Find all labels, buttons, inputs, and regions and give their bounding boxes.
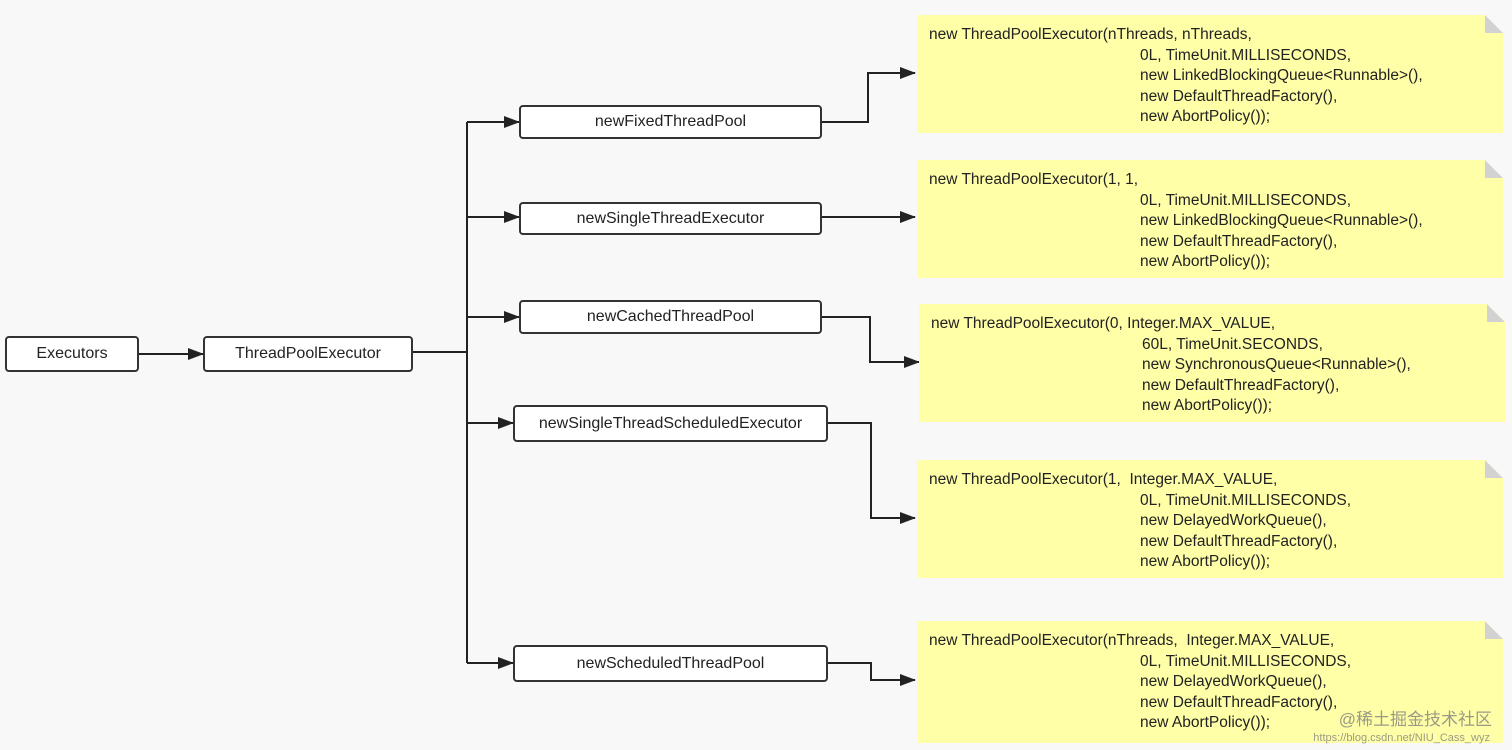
connector-cached-to-note xyxy=(821,316,920,368)
note-fixed-thread-pool: new ThreadPoolExecutor(nThreads, nThread… xyxy=(917,15,1503,133)
connector-single-scheduled-to-note xyxy=(827,422,916,524)
note-line: new DefaultThreadFactory(), xyxy=(1140,693,1338,711)
new-cached-thread-pool-node[interactable]: newCachedThreadPool xyxy=(519,300,822,334)
connector-scheduled-to-note xyxy=(827,662,916,686)
new-single-thread-scheduled-executor-node[interactable]: newSingleThreadScheduledExecutor xyxy=(513,405,828,442)
executors-node[interactable]: Executors xyxy=(5,336,139,372)
watermark-brand: @稀土掘金技术社区 xyxy=(1338,710,1492,729)
note-line: new ThreadPoolExecutor(1, Integer.MAX_VA… xyxy=(929,471,1278,488)
note-line: new DefaultThreadFactory(), xyxy=(1142,376,1340,394)
note-line: new LinkedBlockingQueue<Runnable>(), xyxy=(1140,212,1423,230)
note-line: new AbortPolicy()); xyxy=(1140,553,1271,571)
note-line: new LinkedBlockingQueue<Runnable>(), xyxy=(1140,67,1423,85)
note-line: new DefaultThreadFactory(), xyxy=(1140,87,1338,105)
note-line: 0L, TimeUnit.MILLISECONDS, xyxy=(1140,46,1352,64)
connector-fixed-to-note xyxy=(821,67,916,123)
note-line: new DefaultThreadFactory(), xyxy=(1140,232,1338,250)
note-line: new AbortPolicy()); xyxy=(1140,108,1271,126)
note-line: new ThreadPoolExecutor(1, 1, xyxy=(929,171,1139,188)
note-line: 0L, TimeUnit.MILLISECONDS, xyxy=(1140,652,1352,670)
new-fixed-thread-pool-node[interactable]: newFixedThreadPool xyxy=(519,105,822,139)
note-line: new DelayedWorkQueue(), xyxy=(1140,673,1327,691)
note-line: new ThreadPoolExecutor(nThreads, Integer… xyxy=(929,632,1335,649)
note-line: new SynchronousQueue<Runnable>(), xyxy=(1142,356,1411,374)
note-line: new DelayedWorkQueue(), xyxy=(1140,512,1327,530)
note-line: new AbortPolicy()); xyxy=(1140,714,1271,732)
note-line: new ThreadPoolExecutor(nThreads, nThread… xyxy=(929,26,1252,43)
note-line: new AbortPolicy()); xyxy=(1140,253,1271,271)
note-scheduled-thread-pool: new ThreadPoolExecutor(nThreads, Integer… xyxy=(917,621,1503,743)
note-single-thread-executor: new ThreadPoolExecutor(1, 1, 0L, TimeUni… xyxy=(917,160,1503,278)
note-line: 0L, TimeUnit.MILLISECONDS, xyxy=(1140,491,1352,509)
watermark-url: https://blog.csdn.net/NIU_Cass_wyz xyxy=(1313,732,1490,744)
note-line: new DefaultThreadFactory(), xyxy=(1140,532,1338,550)
note-cached-thread-pool: new ThreadPoolExecutor(0, Integer.MAX_VA… xyxy=(919,304,1505,422)
note-line: new ThreadPoolExecutor(0, Integer.MAX_VA… xyxy=(931,315,1276,332)
new-scheduled-thread-pool-node[interactable]: newScheduledThreadPool xyxy=(513,645,828,682)
note-line: new AbortPolicy()); xyxy=(1142,397,1273,415)
note-single-thread-scheduled-executor: new ThreadPoolExecutor(1, Integer.MAX_VA… xyxy=(917,460,1503,578)
note-line: 0L, TimeUnit.MILLISECONDS, xyxy=(1140,191,1352,209)
note-line: 60L, TimeUnit.SECONDS, xyxy=(1142,335,1323,353)
thread-pool-executor-node[interactable]: ThreadPoolExecutor xyxy=(203,336,413,372)
new-single-thread-executor-node[interactable]: newSingleThreadExecutor xyxy=(519,202,822,235)
